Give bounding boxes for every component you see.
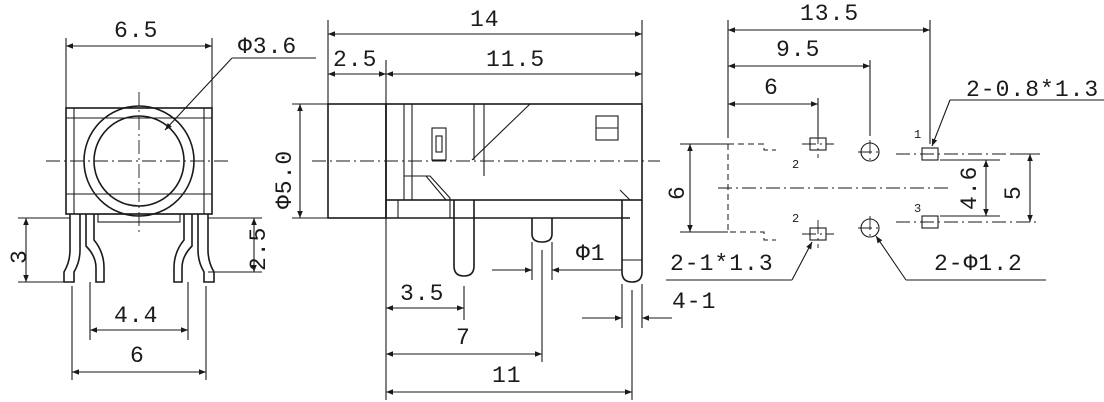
dim-label-total-length: 14 [470,7,500,33]
pin-label-3: 3 [914,202,921,216]
side-view: 14 2.5 11.5 Φ5.0 [272,7,716,400]
dim-label-pin-height: 3 [7,249,33,264]
dim-label-pin-outer-width: 6 [130,343,145,369]
front-pin-right-outer [197,214,215,283]
pin-label-1: 1 [914,128,921,142]
side-window [431,127,447,161]
side-pin-1 [453,200,475,277]
front-pin-left-inner [85,214,105,283]
dim-label-span-outer: 5 [1001,185,1027,200]
dim-label-pin-diameter: Φ1 [576,241,606,267]
side-pin-3 [621,200,643,283]
front-pin-left-outer [63,214,81,283]
dim-label-footprint-height: 6 [665,185,691,200]
dim-label-jack-diameter: Φ3.6 [238,34,297,60]
dim-label-width-top: 6.5 [114,18,158,44]
footprint-view: 13.5 9.5 6 6 2 2 [665,1,1104,281]
side-pin-2 [531,218,553,243]
dim-label-pad-slot-1: 2-1*1.3 [670,251,774,277]
front-view: 6.5 Φ3.6 3 2.5 [7,18,316,380]
dim-label-pos-b: 7 [456,325,471,351]
pin-label-2-top: 2 [792,158,799,172]
dim-label-pin-inner-width: 4.4 [114,303,158,329]
dim-label-holes: 2-Φ1.2 [934,251,1023,277]
footprint-outline [727,143,776,241]
dim-label-footprint-total: 13.5 [800,1,859,27]
dim-label-span-inner: 4.6 [957,166,983,210]
dim-label-footprint-near: 6 [764,75,779,101]
dim-label-body-length: 11.5 [486,47,545,73]
side-body [385,103,643,201]
pin-label-2-bottom: 2 [792,212,799,226]
dim-label-head-length: 2.5 [333,47,377,73]
front-pin-right-inner [173,214,193,283]
dim-label-pin-offset: 2.5 [246,227,272,271]
dim-label-pad-slot-2: 2-0.8*1.3 [966,77,1099,103]
dim-label-pos-a: 3.5 [400,281,444,307]
dim-label-outer-diameter: Φ5.0 [272,150,298,209]
dim-label-pin-thickness: 4-1 [672,289,716,315]
dim-label-footprint-mid: 9.5 [776,37,820,63]
dim-label-pos-c: 11 [492,363,522,389]
